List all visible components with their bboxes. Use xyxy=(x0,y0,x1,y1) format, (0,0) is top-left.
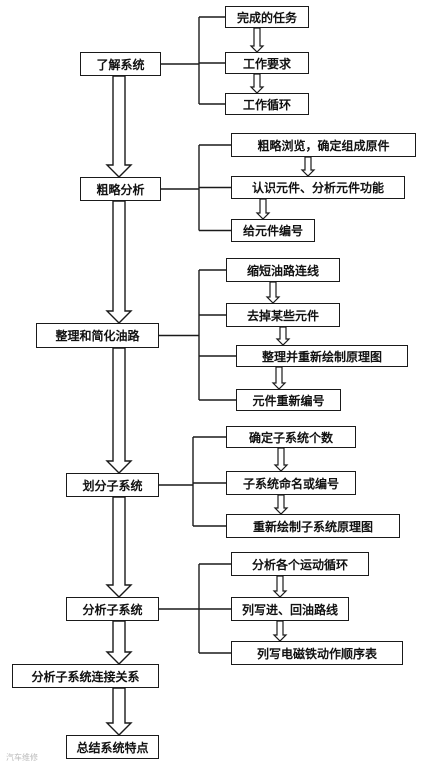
substep-shorten-lines: 缩短油路连线 xyxy=(226,258,340,282)
substep-name-subsystems: 子系统命名或编号 xyxy=(226,471,356,495)
step-analyze-subsystems: 分析子系统 xyxy=(66,597,159,621)
substep-browse-components: 粗略浏览，确定组成原件 xyxy=(231,133,416,157)
sub-flow-arrow xyxy=(273,447,289,472)
substep-analyze-cycles: 分析各个运动循环 xyxy=(231,552,369,576)
sub-flow-arrow xyxy=(300,156,316,177)
sub-flow-arrow xyxy=(273,494,289,515)
substep-completed-tasks: 完成的任务 xyxy=(225,6,309,28)
sub-flow-arrow xyxy=(249,73,265,94)
step-analyze-connections: 分析子系统连接关系 xyxy=(12,664,159,688)
main-flow-arrow xyxy=(105,620,133,665)
substep-redraw-subsystem: 重新绘制子系统原理图 xyxy=(226,514,400,538)
sub-flow-arrow xyxy=(272,620,288,642)
substep-work-cycle: 工作循环 xyxy=(225,93,309,115)
step-understand-system: 了解系统 xyxy=(80,52,161,76)
sub-flow-arrow xyxy=(255,198,271,220)
substep-renumber-components: 元件重新编号 xyxy=(236,389,341,411)
substep-number-components: 给元件编号 xyxy=(231,219,315,242)
sub-flow-arrow xyxy=(265,281,281,304)
substep-identify-functions: 认识元件、分析元件功能 xyxy=(231,176,405,199)
step-rough-analysis: 粗略分析 xyxy=(80,177,161,201)
step-summarize-features: 总结系统特点 xyxy=(66,735,159,759)
step-organize-simplify: 整理和简化油路 xyxy=(36,323,159,348)
main-flow-arrow xyxy=(105,347,133,474)
substep-work-requirements: 工作要求 xyxy=(225,52,309,74)
substep-remove-components: 去掉某些元件 xyxy=(226,303,340,327)
sub-flow-arrow xyxy=(271,366,287,390)
substep-redraw-schematic: 整理并重新绘制原理图 xyxy=(236,345,408,367)
sub-flow-arrow xyxy=(249,27,265,53)
step-divide-subsystems: 划分子系统 xyxy=(66,473,159,497)
sub-flow-arrow xyxy=(275,326,291,346)
substep-solenoid-table: 列写电磁铁动作顺序表 xyxy=(231,641,403,665)
main-flow-arrow xyxy=(105,496,133,598)
main-flow-arrow xyxy=(105,75,133,178)
sub-flow-arrow xyxy=(272,575,288,598)
substep-list-oil-routes: 列写进、回油路线 xyxy=(231,597,349,621)
watermark: 汽车维修 xyxy=(6,753,38,762)
substep-count-subsystems: 确定子系统个数 xyxy=(226,426,356,448)
main-flow-arrow xyxy=(105,687,133,736)
main-flow-arrow xyxy=(105,200,133,324)
